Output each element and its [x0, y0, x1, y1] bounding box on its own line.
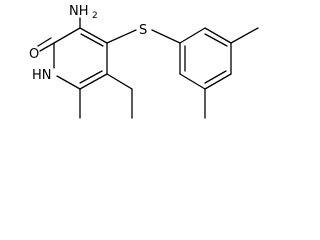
ring-nh-label: HN: [32, 68, 52, 83]
chemical-structure: NH 2 O HN S: [29, 4, 259, 119]
bond-ar4-ar5: [204, 73, 232, 90]
bond-c6-n1: [56, 75, 81, 90]
bond-ar1-ar2: [179, 27, 206, 44]
bond-c2-o-double: [37, 37, 52, 47]
bond-c3-c4: [79, 27, 108, 44]
bond-c4-s: [106, 29, 137, 44]
bond-ar2-ar3-double: [204, 33, 228, 47]
bond-ar5-ar6: [179, 73, 206, 90]
bond-c2-o: [39, 42, 55, 52]
bond-ar4-ar5-double: [204, 70, 227, 84]
bond-ar3-methyl: [230, 27, 259, 44]
amine-nh-text: NH: [69, 4, 89, 19]
label-amine: NH 2: [69, 4, 98, 21]
bond-c5-c6: [79, 73, 108, 90]
pyridinone-ring: [53, 27, 108, 90]
sulfur-label: S: [139, 23, 147, 38]
bond-ar2-ar3: [204, 27, 232, 44]
bond-c3-c4-double: [80, 33, 104, 47]
bond-c2-c3: [53, 27, 81, 44]
aryl-ring: [179, 27, 232, 90]
carbonyl-oxygen-label: O: [29, 47, 39, 62]
amine-h-count: 2: [92, 11, 98, 21]
bond-s-aryl: [151, 29, 181, 44]
bond-c5-c6-double: [79, 70, 103, 84]
bond-c5-ethyl-ch2: [106, 73, 133, 90]
